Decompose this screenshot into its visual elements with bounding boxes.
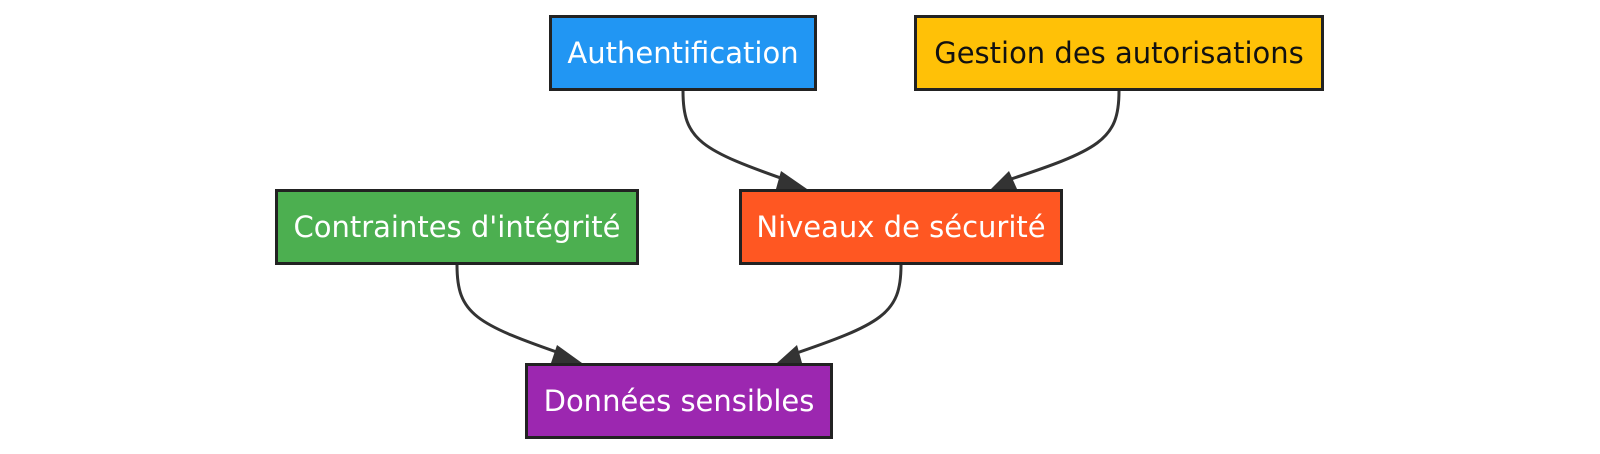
node-niveaux-de-securite: Niveaux de sécurité xyxy=(739,189,1063,265)
node-contraintes-d-integrite: Contraintes d'intégrité xyxy=(275,189,639,265)
node-gestion-label: Gestion des autorisations xyxy=(934,36,1304,70)
arrowhead-to-donnees-right xyxy=(777,345,802,363)
node-donnees-label: Données sensibles xyxy=(543,384,815,418)
node-authentification-label: Authentification xyxy=(567,36,799,70)
node-gestion-des-autorisations: Gestion des autorisations xyxy=(914,15,1324,91)
node-donnees-sensibles: Données sensibles xyxy=(525,363,833,439)
node-authentification: Authentification xyxy=(549,15,817,91)
edge-contraintes-to-donnees xyxy=(455,264,569,358)
edge-niveaux-to-donnees xyxy=(787,264,903,358)
arrowhead-to-niveaux-right xyxy=(991,171,1017,189)
node-contraintes-label: Contraintes d'intégrité xyxy=(293,210,621,244)
edge-authentification-to-niveaux xyxy=(681,90,793,184)
arrowhead-to-niveaux-left xyxy=(776,171,807,189)
edge-gestion-to-niveaux xyxy=(1001,90,1121,184)
arrowhead-to-donnees-left xyxy=(551,345,582,363)
node-niveaux-label: Niveaux de sécurité xyxy=(756,210,1046,244)
